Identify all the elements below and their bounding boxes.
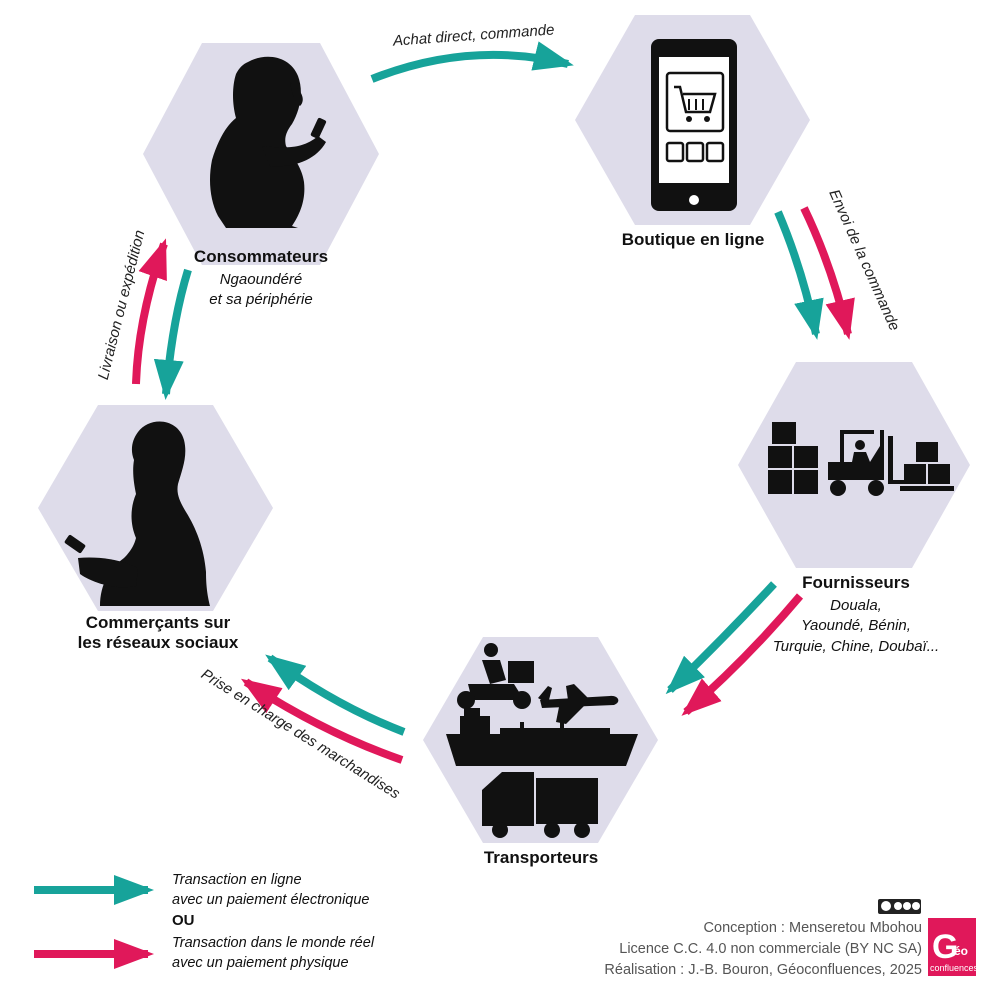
legend-or: OU — [172, 912, 195, 929]
handling-arrow-teal — [265, 654, 406, 736]
cc-by-nc-sa-icon — [878, 899, 921, 914]
flow-label-handling: Prise en charge des marchandises — [198, 666, 403, 803]
woman-phone-icon — [64, 421, 210, 606]
consumers-location-line2: et sa périphérie — [209, 291, 312, 308]
credit-license: Licence C.C. 4.0 non commerciale (BY NC … — [619, 941, 922, 957]
plane-icon — [538, 684, 619, 724]
suppliers-title: Fournisseurs — [802, 573, 910, 592]
legend: Transaction en ligne avec un paiement él… — [34, 872, 375, 971]
order-arrow-teal — [370, 41, 574, 83]
legend-online-line2: avec un paiement électronique — [172, 892, 370, 908]
flow-order: Achat direct, commande — [370, 21, 574, 83]
consumers-title: Consommateurs — [194, 247, 328, 266]
logo-letter: G — [932, 928, 958, 966]
transport-arrow-pink — [681, 593, 804, 716]
flow-handling: Prise en charge des marchandises — [198, 654, 406, 803]
credit-production: Réalisation : J.-B. Bouron, Géoconfluenc… — [604, 962, 922, 978]
flow-delivery: Livraison ou expédition — [95, 228, 192, 400]
smartphone-cart-icon — [651, 39, 737, 211]
transport-arrow-teal — [665, 581, 777, 695]
flow-label-order: Achat direct, commande — [391, 21, 555, 49]
credit-design: Conception : Menseretou Mbohou — [704, 920, 922, 936]
woman-phone-icon — [210, 56, 327, 228]
truck-icon — [482, 772, 598, 838]
logo-confluences: confluences — [930, 963, 979, 973]
legend-physical-line1: Transaction dans le monde réel — [172, 935, 375, 951]
merchants-title-line2: les réseaux sociaux — [78, 633, 239, 652]
ship-icon — [446, 708, 638, 766]
suppliers-location-line2: Yaoundé, Bénin, — [801, 617, 911, 634]
transporters-title: Transporteurs — [484, 848, 598, 867]
geoconfluences-logo: G éo confluences — [928, 918, 979, 976]
shop-title: Boutique en ligne — [622, 230, 765, 249]
handling-arrow-pink — [240, 678, 404, 764]
legend-online-line1: Transaction en ligne — [172, 872, 302, 888]
credits: Conception : Menseretou Mbohou Licence C… — [604, 899, 922, 978]
merchants-title-line1: Commerçants sur — [86, 613, 231, 632]
transport-vehicles-icon — [446, 643, 638, 838]
delivery-arrow-pink — [132, 238, 168, 385]
logo-eo: éo — [954, 944, 968, 958]
flow-transport — [665, 581, 804, 716]
dispatch-arrow-pink — [800, 206, 855, 340]
dispatch-arrow-teal — [774, 210, 824, 340]
delivery-arrow-teal — [153, 268, 192, 400]
consumers-location-line1: Ngaoundéré — [220, 271, 303, 288]
flow-dispatch: Envoi de la commande — [774, 187, 903, 340]
legend-physical-line2: avec un paiement physique — [172, 955, 349, 971]
flow-label-dispatch: Envoi de la commande — [825, 187, 903, 333]
warehouse-forklift-icon — [768, 422, 954, 496]
suppliers-location-line1: Douala, — [830, 597, 882, 614]
suppliers-location-line3: Turquie, Chine, Doubaï... — [773, 638, 939, 655]
scooter-icon — [457, 643, 534, 709]
